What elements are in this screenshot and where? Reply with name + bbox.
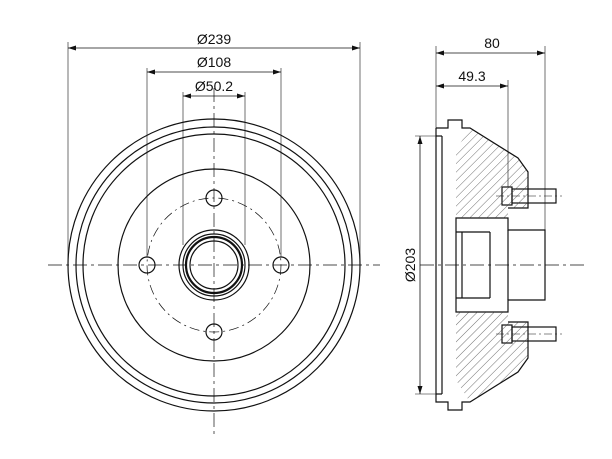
- center-bore-ring-3: [184, 235, 244, 295]
- dim-label-hub-depth: 49.3: [458, 68, 485, 84]
- bolt-hole-bottom: [205, 323, 223, 341]
- hub-face-circle: [117, 168, 311, 362]
- front-view: [48, 42, 380, 438]
- drum-face-circle: [82, 133, 346, 397]
- section-hatching: [456, 128, 528, 402]
- center-bore-inner-ring: [189, 240, 239, 290]
- bolt-hole-top: [205, 189, 223, 207]
- dim-label-center-bore: Ø50.2: [195, 78, 233, 94]
- center-bore-outer-ring: [178, 229, 250, 301]
- dim-label-drum-diameter: Ø203: [402, 248, 418, 282]
- center-bore-ring-2: [182, 233, 246, 297]
- bolt-pitch-circle: [146, 197, 282, 333]
- side-dim-arrows: [417, 50, 545, 394]
- dim-label-outer-diameter: Ø239: [197, 31, 231, 47]
- front-dim-arrows: [68, 45, 360, 99]
- drum-outer-rim-inner-circle: [75, 126, 353, 404]
- dim-label-total-depth: 80: [484, 35, 500, 51]
- dim-label-bolt-circle: Ø108: [197, 54, 231, 70]
